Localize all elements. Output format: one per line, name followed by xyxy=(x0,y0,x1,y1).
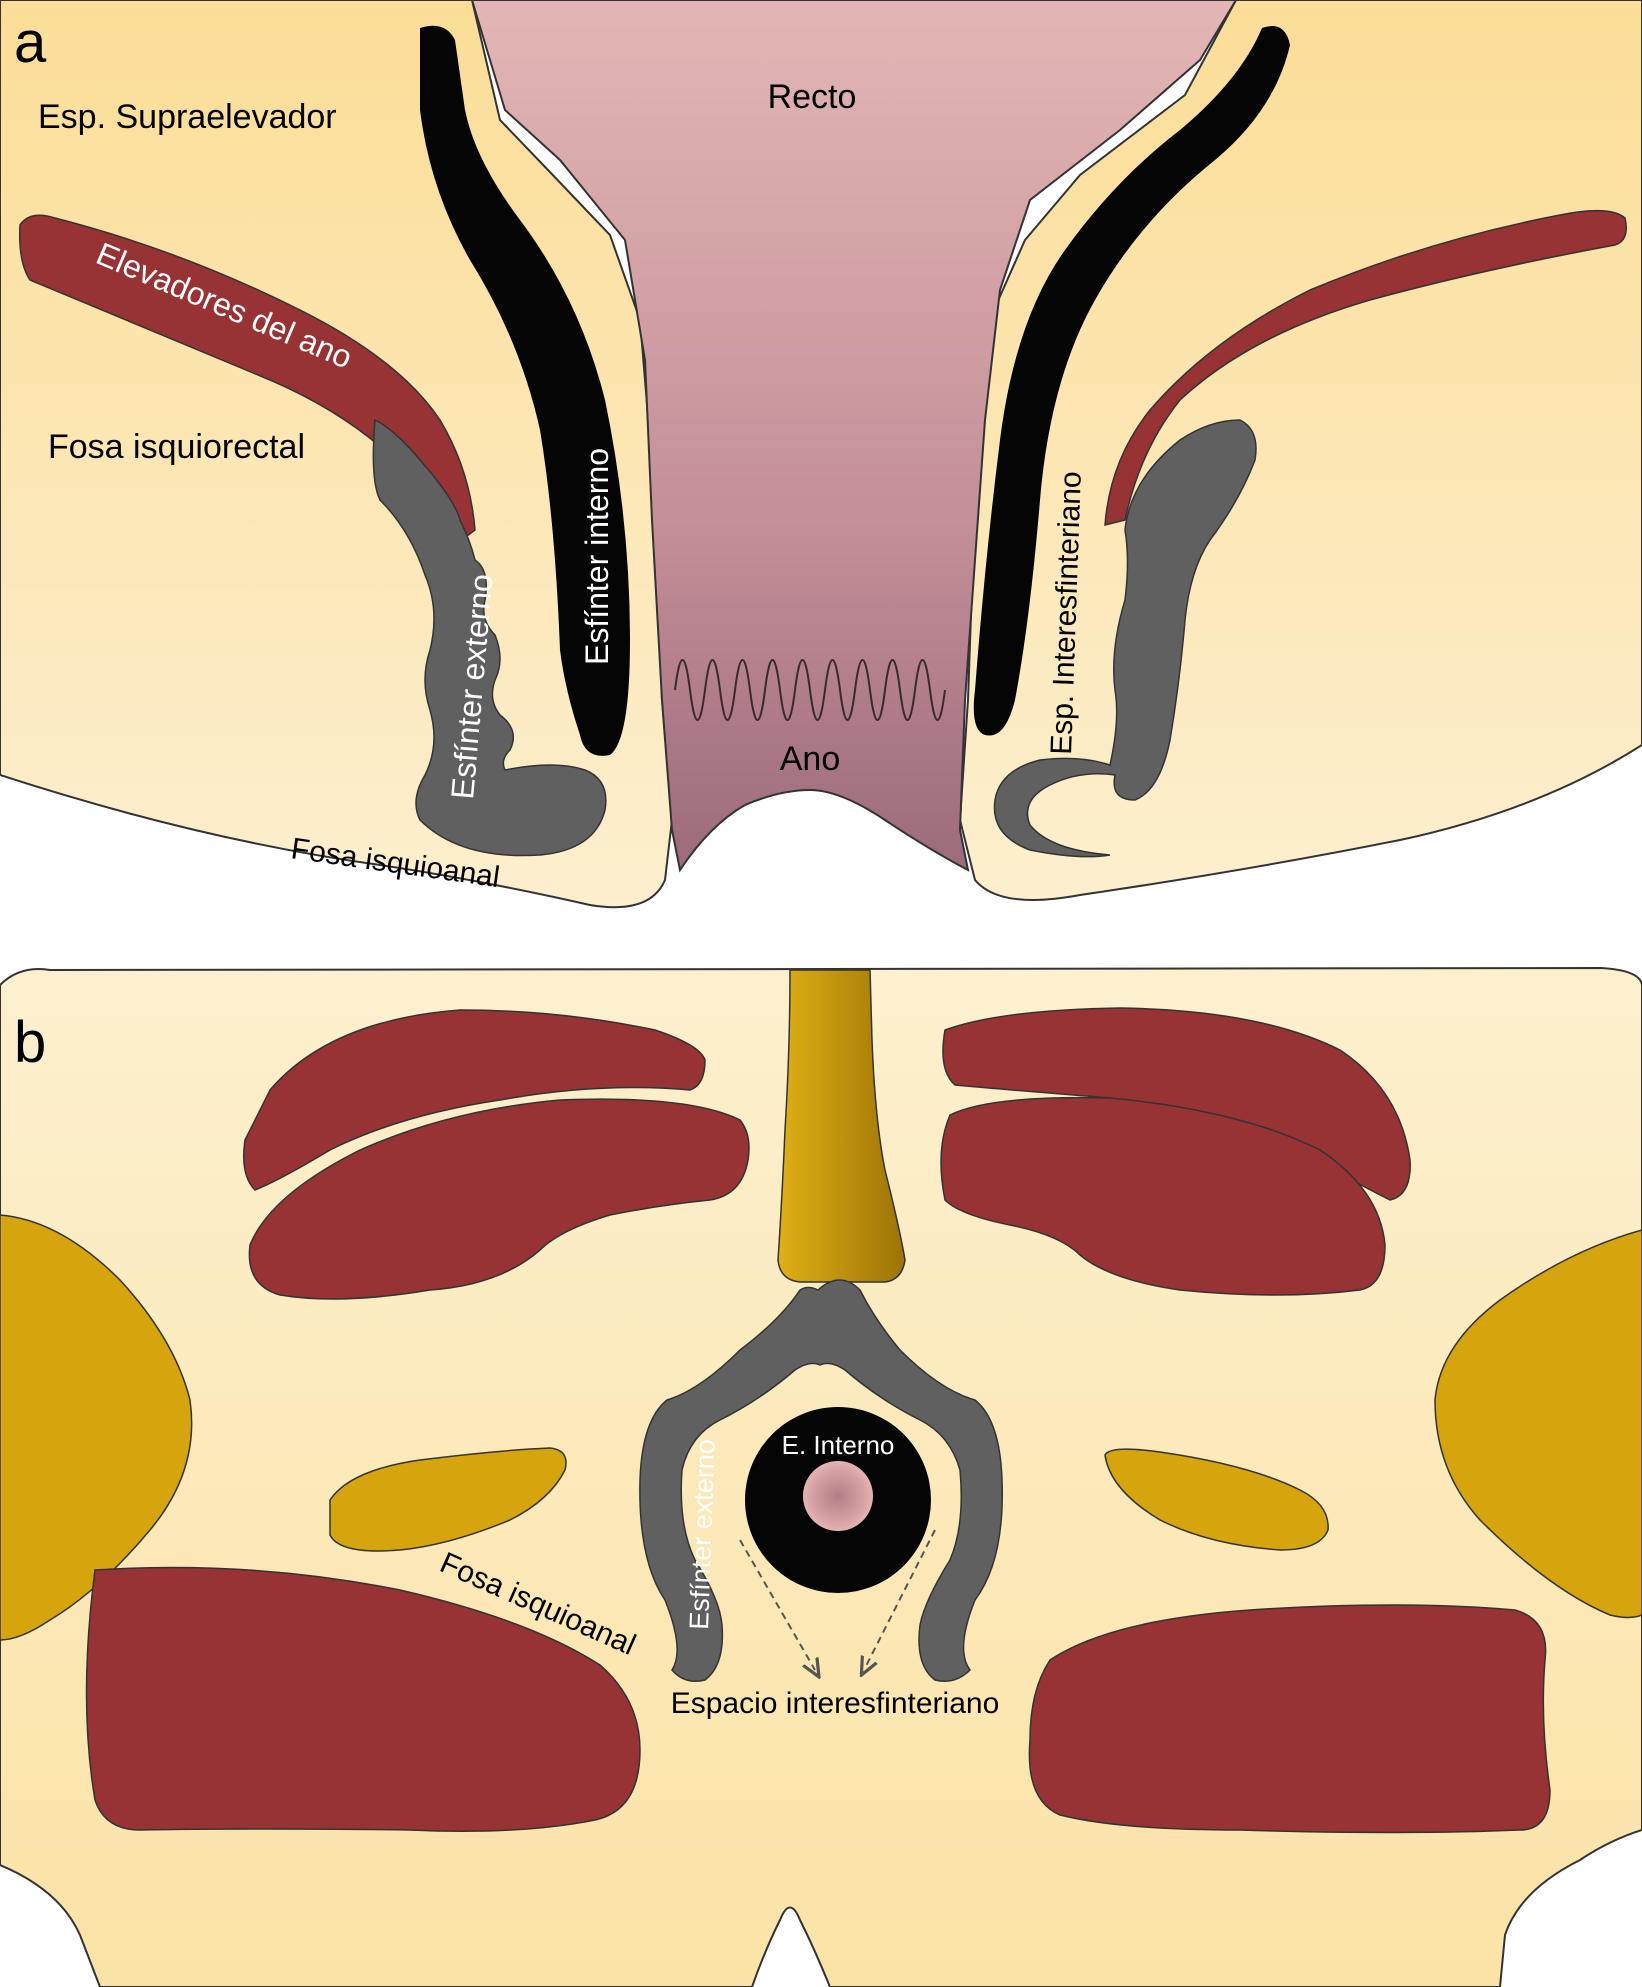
pectinate-line xyxy=(674,659,946,721)
label-rectum: Recto xyxy=(768,78,857,116)
label-ischiorectal-fossa: Fosa isquiorectal xyxy=(48,428,305,466)
gluteus-right xyxy=(1028,1604,1551,1834)
ischial-tuberosity-right xyxy=(1434,1229,1642,1619)
internal-sphincter-right xyxy=(973,26,1290,736)
arrow-intersphincteric-left xyxy=(739,1539,815,1670)
ischial-tuberosity-left xyxy=(0,1214,193,1641)
levator-ani-left xyxy=(18,214,476,547)
muscle-upper-left-2 xyxy=(248,1098,750,1300)
label-external-sphincter-b: Esfínter externo xyxy=(684,1439,721,1631)
label-internal-sphincter-b: E. Interno xyxy=(782,1430,895,1460)
rectum xyxy=(470,0,1238,873)
bone-small-right xyxy=(1104,1448,1329,1551)
label-supraelevator: Esp. Supraelevador xyxy=(38,98,337,136)
label-intersphincteric-space-b: Espacio interesfinteriano xyxy=(671,1687,1000,1720)
arrow-intersphincteric-right xyxy=(865,1529,936,1668)
panel-a: a Esp. Supraelevador Recto Elevadores de… xyxy=(0,0,1642,909)
gluteus-left xyxy=(85,1566,641,1832)
coccyx xyxy=(777,969,906,1283)
label-anus: Ano xyxy=(780,740,841,778)
levator-ani-right xyxy=(1104,209,1627,526)
panel-b: b E. Interno Esfínter externo Fosa isqui… xyxy=(0,966,1642,1987)
panel-a-letter: a xyxy=(14,10,47,75)
bone-small-left xyxy=(329,1447,567,1552)
panel-b-letter: b xyxy=(14,1010,46,1075)
external-sphincter-sling xyxy=(639,1279,1004,1682)
anal-lumen xyxy=(803,1461,873,1531)
external-sphincter-left xyxy=(372,418,607,857)
muscle-upper-right-2 xyxy=(940,1096,1386,1296)
muscle-upper-right-1 xyxy=(942,1007,1411,1201)
external-sphincter-right xyxy=(993,419,1257,858)
muscle-upper-left-1 xyxy=(243,1009,706,1191)
label-internal-sphincter: Esfínter interno xyxy=(579,448,615,665)
internal-sphincter-left xyxy=(420,25,630,756)
